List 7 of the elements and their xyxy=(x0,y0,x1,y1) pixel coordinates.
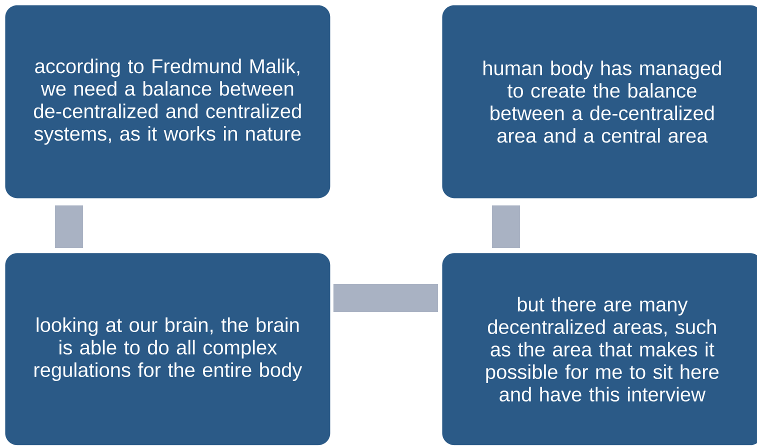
text-box: but there are many decentralized areas, such as the area that makes it possible for me to sit here and have this interview xyxy=(442,253,757,446)
connector-bar xyxy=(333,284,438,312)
text-box: looking at our brain, the brain is able to do all complex regulations for the entire body xyxy=(5,253,330,446)
text-box: according to Fredmund Malik, we need a balance between de-centralized and centralized systems, as it works in nature xyxy=(5,5,330,198)
text-box: human body has managed to create the balance between a de-centralized area and a central area xyxy=(442,5,757,198)
connector-bar xyxy=(492,205,520,248)
connector-bar xyxy=(55,205,83,248)
